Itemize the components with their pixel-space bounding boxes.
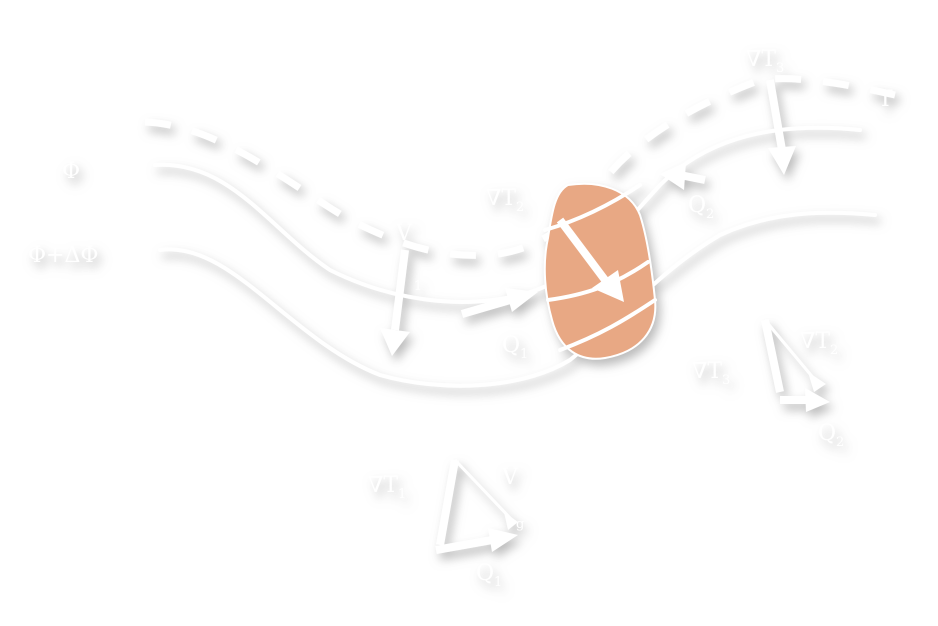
label-gradT3-top: ∇T3 (746, 47, 784, 76)
vector-triangle-right (761, 319, 830, 412)
arrow-gradT2-mid (556, 217, 624, 302)
label-g-bottom: g (516, 517, 524, 532)
arrow-gradT3-top (766, 79, 796, 175)
label-v-bottom: V (501, 465, 519, 490)
label-gradT3-right: ∇T3 (692, 359, 730, 388)
label-gradT1-bottom: ∇T1 (368, 473, 406, 502)
arrow-q2-mid (660, 162, 706, 190)
label-T: T (878, 87, 893, 112)
label-gradT2-mid: ∇T2 (486, 186, 524, 215)
label-gradT2-right: ∇T2 (800, 329, 838, 358)
phi-contour (153, 125, 862, 304)
label-g1-mid: 1 (414, 279, 422, 294)
arrow-v-mid (380, 249, 410, 356)
vector-triangle-bottom (435, 458, 518, 554)
blob-crossing-line-1 (543, 183, 642, 232)
label-q1-bottom: Q1 (476, 561, 502, 590)
blob-crossing-line-3 (558, 298, 657, 352)
label-q2-right: Q2 (818, 421, 844, 450)
label-phi-dphi: Φ+ΔΦ (28, 243, 98, 268)
isotherm-dashed (144, 75, 896, 259)
label-q2-mid: Q2 (688, 193, 714, 222)
arrow-q1-mid (460, 288, 538, 318)
label-phi: Φ (62, 159, 80, 184)
label-v-mid: V (395, 221, 413, 246)
label-q1-mid: Q1 (502, 333, 528, 362)
phi-dphi-contour (158, 210, 877, 388)
